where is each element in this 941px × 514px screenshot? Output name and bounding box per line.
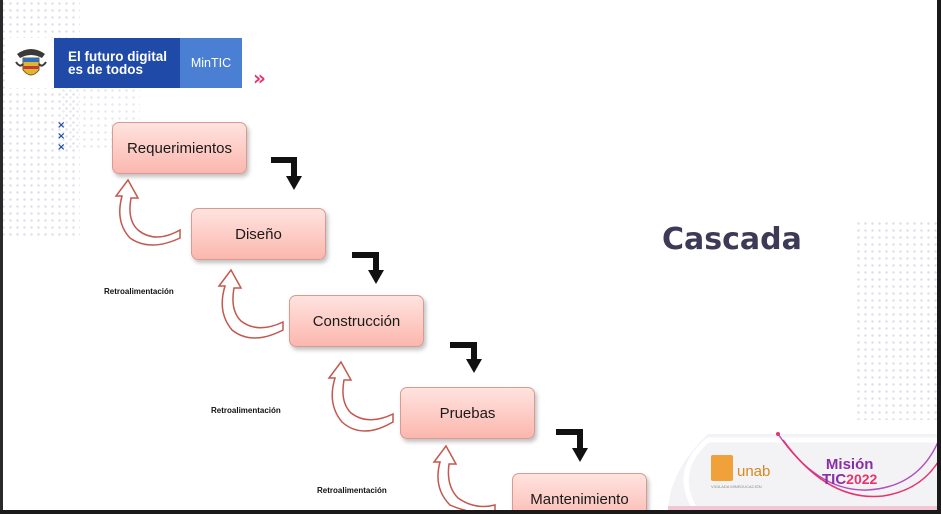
bent-down-arrow-icon [271,157,302,190]
x-mark-icon: × [57,142,66,153]
unab-subtitle: VIGILADA MINEDUCACIÓN [711,484,762,489]
feedback-label: Retroalimentación [317,486,387,495]
unab-logo: unab VIGILADA MINEDUCACIÓN [711,455,775,491]
mision-line2: TIC [822,471,847,488]
curved-return-arrow-icon [114,178,181,246]
dot-pattern-right [855,220,941,420]
double-chevron-icon: » [253,66,266,90]
mision-tic-logo: Misión TIC2022 [822,457,877,487]
bent-down-arrow-icon [556,429,588,462]
bottom-border [0,510,941,514]
stage-requerimientos: Requerimientos [112,122,247,174]
x-mark-icon: × [57,131,66,142]
slide-title: Cascada [662,222,802,257]
stage-diseno: Diseño [191,208,326,260]
gov-slogan-line1: El futuro digital [68,49,167,64]
bent-down-arrow-icon [352,252,384,284]
stage-pruebas: Pruebas [400,387,535,439]
mintic-label: MinTIC [180,38,242,88]
curved-return-arrow-icon [327,360,394,432]
x-marks-decoration: × × × [57,120,69,153]
mision-year: 2022 [846,471,878,487]
stage-construccion: Construcción [289,295,424,347]
unab-name: unab [737,463,771,480]
curved-return-arrow-icon [432,444,496,514]
mision-line1: Misión [825,456,874,473]
stage-mantenimiento: Mantenimiento [512,473,647,514]
unab-house-icon [711,455,733,481]
gov-banner: El futuro digital es de todos MinTIC [8,38,242,88]
right-border [937,0,941,514]
feedback-label: Retroalimentación [211,406,281,415]
curved-return-arrow-icon [217,268,284,339]
gov-slogan-line2: es de todos [68,62,144,77]
x-mark-icon: × [57,120,66,131]
footer-logo-panel [668,432,941,514]
bent-down-arrow-icon [450,342,482,373]
left-border [0,0,3,514]
colombia-coat-of-arms-icon [8,38,54,88]
gov-slogan: El futuro digital es de todos [54,38,180,88]
feedback-label: Retroalimentación [104,287,174,296]
